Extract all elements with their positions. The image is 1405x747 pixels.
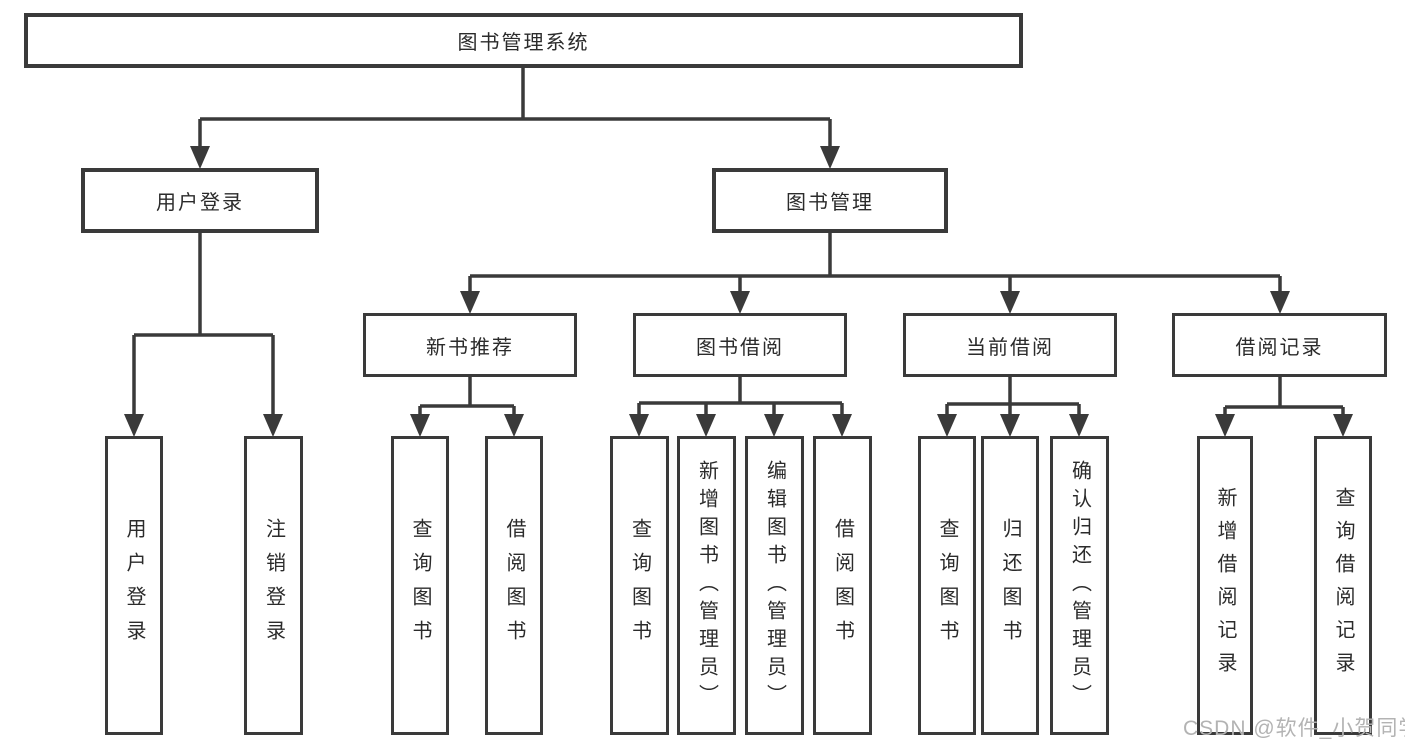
node-query-books-3: 查询图书 bbox=[918, 436, 976, 735]
arrowhead-down-icon bbox=[629, 414, 649, 437]
arrowhead-down-icon bbox=[1000, 414, 1020, 437]
node-query-books-1-label: 查询图书 bbox=[409, 517, 431, 654]
node-query-borrow-record-label: 查询借阅记录 bbox=[1332, 486, 1354, 685]
connector-book-management-children bbox=[460, 233, 1290, 314]
arrowhead-down-icon bbox=[1333, 414, 1353, 437]
node-edit-books-admin: 编辑图书（管理员） bbox=[745, 436, 804, 735]
node-confirm-return-admin: 确认归还（管理员） bbox=[1050, 436, 1109, 735]
arrowhead-down-icon bbox=[832, 414, 852, 437]
node-borrow-books-2: 借阅图书 bbox=[813, 436, 872, 735]
csdn-watermark: CSDN @软件_小贺同学 bbox=[1183, 717, 1405, 740]
node-book-borrowing: 图书借阅 bbox=[633, 313, 847, 377]
node-user-login: 用户登录 bbox=[81, 168, 319, 233]
node-logout: 注销登录 bbox=[244, 436, 303, 735]
node-user-login-label: 用户登录 bbox=[156, 192, 244, 214]
arrowhead-down-icon bbox=[190, 146, 210, 169]
connector-borrowing-records-children bbox=[1215, 377, 1353, 437]
connector-current-borrowing-children bbox=[937, 377, 1089, 437]
node-query-borrow-record: 查询借阅记录 bbox=[1314, 436, 1372, 735]
node-borrow-books-1-label: 借阅图书 bbox=[503, 517, 525, 654]
arrowhead-down-icon bbox=[1069, 414, 1089, 437]
node-return-books: 归还图书 bbox=[981, 436, 1039, 735]
arrowhead-down-icon bbox=[124, 414, 144, 437]
node-borrowing-records-label: 借阅记录 bbox=[1235, 336, 1324, 359]
arrowhead-down-icon bbox=[263, 414, 283, 437]
node-add-books-admin: 新增图书（管理员） bbox=[677, 436, 736, 735]
node-add-books-admin-label: 新增图书（管理员） bbox=[695, 459, 718, 712]
arrowhead-down-icon bbox=[504, 414, 524, 437]
arrowhead-down-icon bbox=[1270, 291, 1290, 314]
arrowhead-down-icon bbox=[730, 291, 750, 314]
node-borrow-books-2-label: 借阅图书 bbox=[831, 517, 854, 654]
node-query-books-2-label: 查询图书 bbox=[628, 517, 651, 654]
node-current-borrowing: 当前借阅 bbox=[903, 313, 1117, 377]
node-logout-label: 注销登录 bbox=[262, 517, 285, 654]
node-user-login-leaf-label: 用户登录 bbox=[123, 517, 145, 654]
node-borrowing-records: 借阅记录 bbox=[1172, 313, 1387, 377]
node-return-books-label: 归还图书 bbox=[999, 517, 1021, 654]
arrowhead-down-icon bbox=[696, 414, 716, 437]
arrowhead-down-icon bbox=[1215, 414, 1235, 437]
node-add-borrow-record-label: 新增借阅记录 bbox=[1214, 486, 1236, 685]
node-root-label: 图书管理系统 bbox=[457, 32, 590, 54]
connector-new-book-recommend-children bbox=[410, 377, 524, 437]
node-new-book-recommend: 新书推荐 bbox=[363, 313, 577, 377]
connector-user-login-children bbox=[124, 233, 283, 437]
arrowhead-down-icon bbox=[764, 414, 784, 437]
connector-root-to-level2 bbox=[190, 68, 840, 169]
arrowhead-down-icon bbox=[937, 414, 957, 437]
node-query-books-3-label: 查询图书 bbox=[936, 517, 958, 654]
node-book-borrowing-label: 图书借阅 bbox=[696, 336, 784, 359]
node-borrow-books-1: 借阅图书 bbox=[485, 436, 543, 735]
node-query-books-2: 查询图书 bbox=[610, 436, 669, 735]
node-current-borrowing-label: 当前借阅 bbox=[966, 336, 1054, 359]
arrowhead-down-icon bbox=[820, 146, 840, 169]
node-user-login-leaf: 用户登录 bbox=[105, 436, 163, 735]
node-book-management-label: 图书管理 bbox=[786, 192, 874, 214]
node-confirm-return-admin-label: 确认归还（管理员） bbox=[1068, 459, 1091, 712]
arrowhead-down-icon bbox=[1000, 291, 1020, 314]
node-add-borrow-record: 新增借阅记录 bbox=[1197, 436, 1253, 735]
node-query-books-1: 查询图书 bbox=[391, 436, 449, 735]
connector-book-borrowing-children bbox=[629, 377, 852, 437]
node-edit-books-admin-label: 编辑图书（管理员） bbox=[763, 459, 786, 712]
node-book-management: 图书管理 bbox=[712, 168, 948, 233]
node-root: 图书管理系统 bbox=[24, 13, 1023, 68]
node-new-book-recommend-label: 新书推荐 bbox=[426, 336, 514, 359]
arrowhead-down-icon bbox=[410, 414, 430, 437]
arrowhead-down-icon bbox=[460, 291, 480, 314]
